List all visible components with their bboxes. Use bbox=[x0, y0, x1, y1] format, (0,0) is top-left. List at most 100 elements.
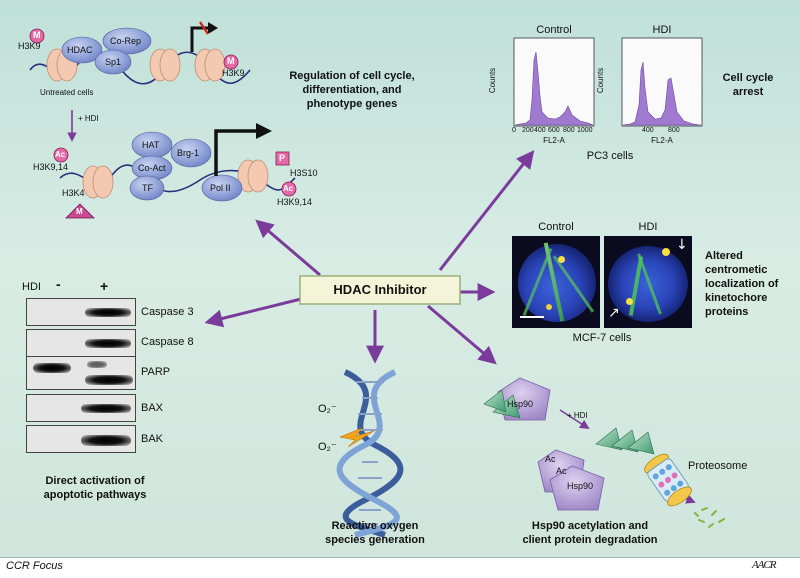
arrows bbox=[67, 110, 696, 504]
corep-protein bbox=[102, 27, 152, 55]
label-pc3-cells: PC3 cells bbox=[586, 150, 634, 162]
label-tf: TF bbox=[142, 183, 153, 193]
arrow-marker-top-icon: ↓ bbox=[676, 237, 688, 253]
methyl-mark-h3k4 bbox=[65, 203, 95, 219]
blot-hdi-label: HDI bbox=[22, 281, 41, 293]
caption-cell-cycle-1: Cell cycle bbox=[722, 72, 774, 84]
label-sp1: Sp1 bbox=[105, 57, 122, 67]
hdac-protein bbox=[61, 36, 103, 64]
acetyl-mark-right bbox=[281, 181, 297, 197]
acetyl-mark-left bbox=[53, 147, 69, 163]
mark-p: P bbox=[279, 153, 286, 163]
label-untreated: Untreated cells bbox=[40, 88, 94, 97]
lightning-bolt-icon bbox=[339, 427, 375, 448]
hist-tick-h2: 400 bbox=[642, 127, 654, 134]
arrow-to-cell-cycle bbox=[438, 150, 535, 271]
micro-title-hdi: HDI bbox=[638, 221, 658, 233]
hist-title-control: Control bbox=[536, 24, 572, 36]
label-h3k9-14-left: H3K9,14 bbox=[33, 162, 69, 172]
blot-lane-bak bbox=[26, 425, 136, 453]
blot-minus-label: - bbox=[56, 276, 61, 292]
caption-hsp90-1: Hsp90 acetylation and bbox=[531, 520, 649, 532]
blot-label-bax: BAX bbox=[141, 402, 164, 414]
pol2-protein bbox=[201, 174, 243, 202]
caption-gene-regulation-2: differentiation, and bbox=[302, 84, 402, 96]
brg1-protein bbox=[170, 138, 212, 168]
tf-protein bbox=[129, 175, 165, 201]
arrow-to-apoptosis bbox=[204, 296, 306, 328]
mark-ac-left: Ac bbox=[55, 150, 66, 159]
caption-cell-cycle-2: arrest bbox=[732, 86, 764, 98]
mark-ac-right: Ac bbox=[283, 184, 294, 193]
footer-ccr-focus: CCR Focus bbox=[6, 560, 63, 572]
proteosome bbox=[644, 453, 692, 507]
mark-m-h3k4: M bbox=[76, 207, 83, 216]
blot-lane-caspase8 bbox=[26, 329, 136, 357]
aacr-logo: AACR bbox=[752, 559, 776, 571]
hsp90-diagram bbox=[483, 377, 725, 528]
caption-gene-regulation-1: Regulation of cell cycle, bbox=[289, 70, 415, 82]
hist-title-hdi: HDI bbox=[652, 24, 672, 36]
histogram-hdi bbox=[621, 37, 703, 127]
caption-kinetochore-2: centrometic bbox=[705, 264, 768, 276]
chromatin-untreated bbox=[29, 21, 251, 85]
blot-lane-parp bbox=[26, 356, 136, 390]
caption-kinetochore-1: Altered bbox=[705, 250, 743, 262]
hist-xlabel-control: FL2-A bbox=[543, 136, 565, 145]
chromatin-hdi bbox=[53, 123, 297, 219]
label-hsp90-top: Hsp90 bbox=[507, 399, 534, 409]
caption-ros-2: species generation bbox=[325, 534, 425, 546]
label-hat: HAT bbox=[142, 140, 160, 150]
microscopy-control bbox=[512, 236, 600, 328]
blot-label-parp: PARP bbox=[141, 366, 171, 378]
micro-title-control: Control bbox=[538, 221, 574, 233]
methyl-mark-left bbox=[29, 28, 45, 44]
arrow-to-hsp90 bbox=[427, 304, 497, 365]
active-transcription-arrow bbox=[214, 129, 258, 176]
caption-kinetochore-3: localization of bbox=[705, 278, 779, 290]
label-coact: Co-Act bbox=[138, 163, 166, 173]
client-proteins bbox=[595, 427, 655, 455]
label-h3k9-left: H3K9 bbox=[18, 41, 41, 51]
caption-apoptosis-1: Direct activation of bbox=[45, 475, 145, 487]
phospho-mark bbox=[275, 151, 290, 166]
caption-kinetochore-5: proteins bbox=[705, 306, 749, 318]
scale-bar bbox=[520, 316, 544, 318]
microscopy-hdi: ↓ ↗ bbox=[604, 236, 692, 328]
blot-label-bak: BAK bbox=[141, 433, 164, 445]
label-o2-superoxide-2: O₂⁻ bbox=[318, 441, 337, 453]
caption-kinetochore-4: kinetochore bbox=[705, 292, 768, 304]
arrow-hsp-plus-hdi bbox=[559, 409, 590, 430]
label-h3s10: H3S10 bbox=[290, 168, 318, 178]
label-ac-2: Ac bbox=[556, 466, 567, 476]
hist-tick-h4: 800 bbox=[668, 127, 680, 134]
hist-tick-c5: 1000 bbox=[577, 127, 593, 134]
caption-ros-1: Reactive oxygen bbox=[331, 520, 419, 532]
hist-xlabel-hdi: FL2-A bbox=[651, 136, 673, 145]
caption-apoptosis-2: apoptotic pathways bbox=[43, 489, 147, 501]
blot-lane-bax bbox=[26, 394, 136, 422]
label-h3k9-right: H3K9 bbox=[222, 68, 245, 78]
label-hsp90-bottom: Hsp90 bbox=[567, 481, 594, 491]
arrow-marker-left-icon: ↗ bbox=[608, 305, 620, 321]
label-ac-1: Ac bbox=[545, 454, 556, 464]
methyl-mark-right bbox=[223, 54, 239, 70]
label-mcf7-cells: MCF-7 cells bbox=[572, 332, 632, 344]
hist-tick-c2: 400 bbox=[534, 127, 546, 134]
hist-tick-c0: 0 bbox=[512, 127, 516, 134]
center-label: HDAC Inhibitor bbox=[333, 282, 427, 297]
label-hdac: HDAC bbox=[67, 45, 93, 55]
label-plus-hdi: + HDI bbox=[78, 114, 99, 123]
arrow-to-gene-regulation bbox=[255, 219, 321, 277]
center-box bbox=[299, 275, 461, 305]
histogram-control bbox=[513, 37, 595, 127]
mark-m-left: M bbox=[33, 30, 41, 40]
label-corep: Co-Rep bbox=[110, 36, 142, 46]
blot-label-caspase3: Caspase 3 bbox=[141, 306, 194, 318]
hist-tick-c3: 600 bbox=[548, 127, 560, 134]
hist-ylabel-control: Counts bbox=[488, 67, 498, 94]
label-plus-hdi-hsp: + HDI bbox=[567, 411, 588, 420]
label-proteosome: Proteosome bbox=[688, 460, 748, 472]
blot-plus-label: + bbox=[100, 278, 109, 294]
blot-lane-caspase3 bbox=[26, 298, 136, 326]
